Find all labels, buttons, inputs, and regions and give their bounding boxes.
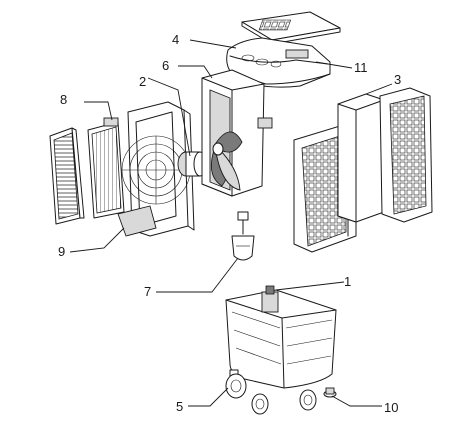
- drain-plug: [323, 387, 337, 398]
- fan-housing: [201, 69, 273, 197]
- caster-wheel: [225, 369, 247, 399]
- water-tank: [225, 285, 337, 389]
- control-panel-housing: [226, 37, 331, 88]
- water-pump: [231, 211, 255, 261]
- front-fan-panel: [117, 101, 195, 237]
- callout-9: 9: [58, 244, 65, 259]
- callout-2: 2: [139, 74, 146, 89]
- leader-lines: [69, 39, 393, 407]
- callout-3: 3: [394, 72, 401, 87]
- side-grille: [379, 87, 433, 223]
- caster-wheel: [299, 389, 317, 411]
- callout-7: 7: [144, 284, 151, 299]
- caster-wheel: [251, 393, 269, 415]
- callout-4: 4: [172, 32, 179, 47]
- callout-1: 1: [344, 274, 351, 289]
- rear-louver-grille: [49, 127, 85, 225]
- filter-frame: [87, 117, 125, 219]
- callout-8: 8: [60, 92, 67, 107]
- fan-motor: [177, 151, 207, 177]
- callout-5: 5: [176, 399, 183, 414]
- callout-10: 10: [384, 400, 398, 415]
- callout-11: 11: [354, 60, 368, 75]
- cooling-pad-block: [337, 93, 385, 223]
- callout-6: 6: [162, 58, 169, 73]
